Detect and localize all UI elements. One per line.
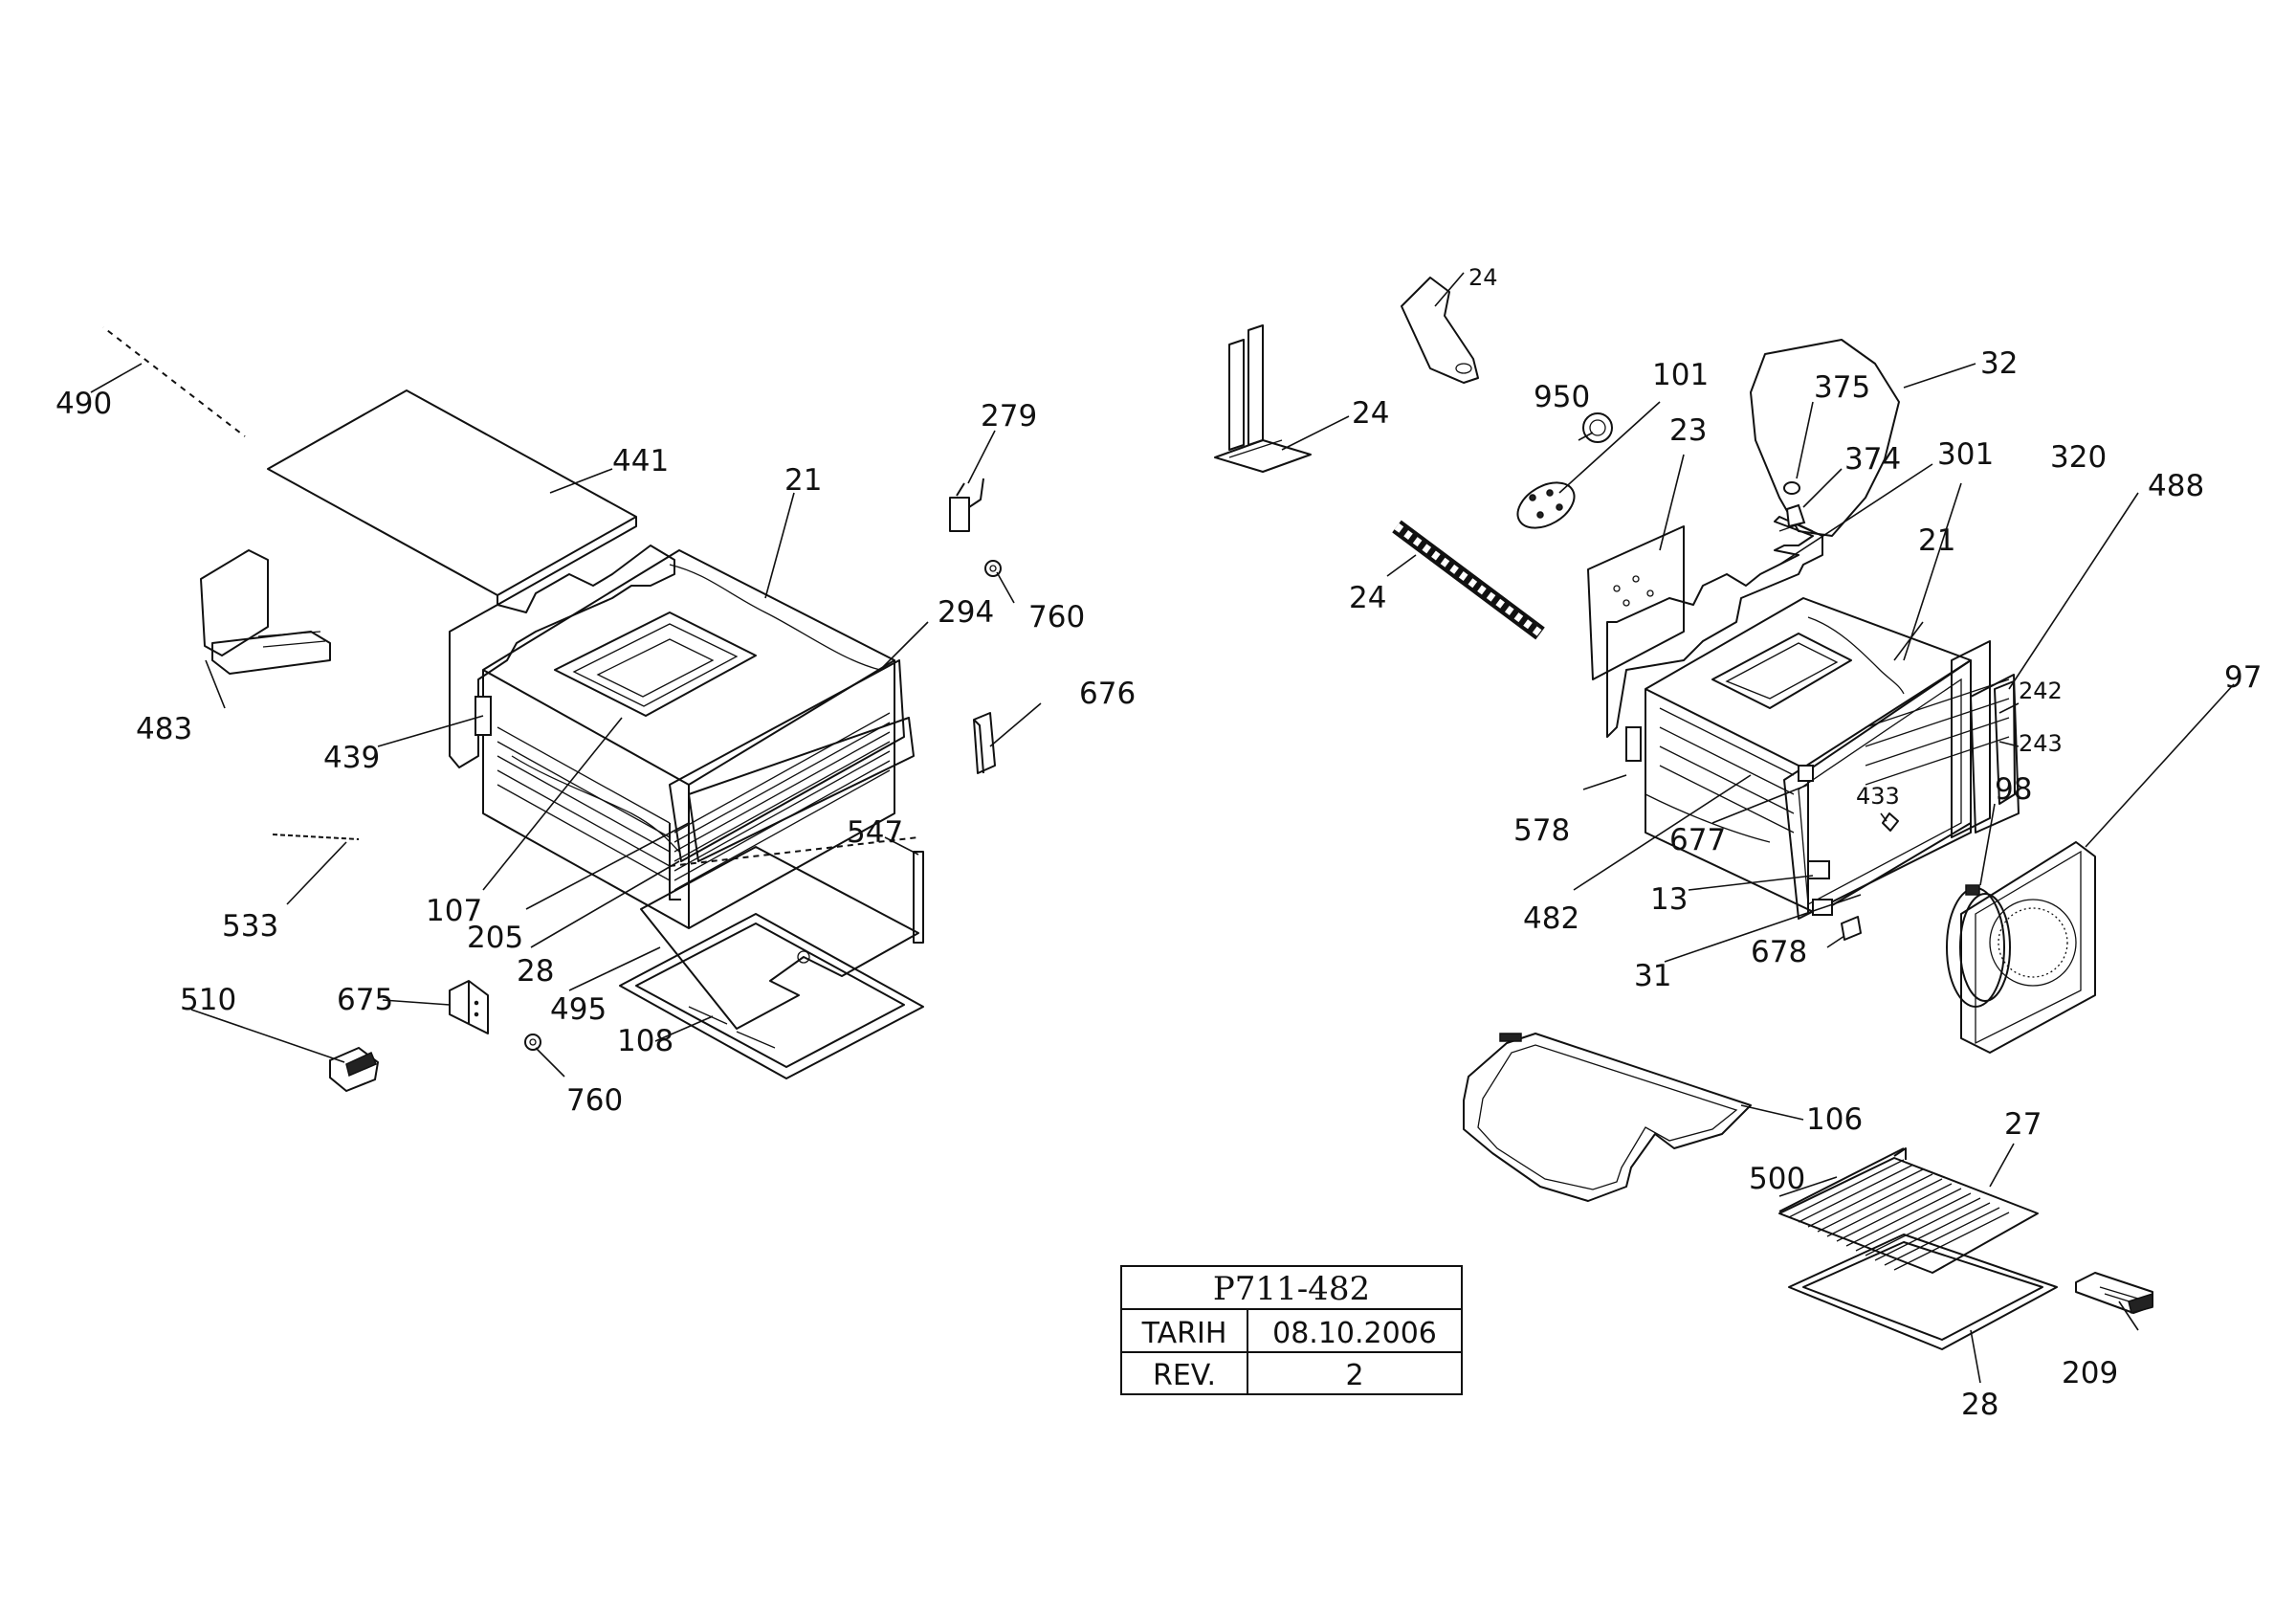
callout-374: 374 (1844, 442, 1901, 477)
clip-209 (2075, 1272, 2153, 1314)
title-block: P711-482 TARIH 08.10.2006 REV. 2 (1120, 1265, 1463, 1395)
callout-510: 510 (180, 983, 236, 1017)
callout-547: 547 (847, 815, 903, 850)
callout-209: 209 (2062, 1356, 2118, 1390)
door-seal-320 (1951, 640, 1991, 838)
callout-294: 294 (938, 595, 994, 630)
callout-27: 27 (2004, 1107, 2042, 1142)
ring-950 (1582, 412, 1613, 443)
rod-547 (913, 851, 924, 944)
callout-320: 320 (2050, 440, 2107, 475)
baking-tray-108 (619, 913, 924, 1079)
callout-98: 98 (1995, 772, 2032, 807)
lower-element-495 (640, 846, 919, 1030)
callout-28-right: 28 (1961, 1388, 1998, 1422)
part-510 (329, 1046, 380, 1093)
callout-578: 578 (1513, 813, 1570, 848)
callout-675: 675 (337, 983, 393, 1017)
callout-23: 23 (1669, 413, 1707, 448)
bracket-675 (449, 980, 489, 1034)
back-panel-301 (1606, 516, 1823, 738)
chain-533 (272, 834, 360, 840)
drawing-number: P711-482 (1213, 1270, 1370, 1308)
insulation-sheet-441 (267, 389, 637, 606)
oven-cavity-right-21 (1625, 597, 1972, 920)
fan-nut-375 (1783, 481, 1800, 495)
callout-760-bottom: 760 (566, 1083, 623, 1118)
switch-279 (949, 478, 984, 532)
fan-98 (1946, 884, 2011, 1008)
panel-23 (1587, 525, 1685, 680)
part-433 (1882, 812, 1899, 832)
callout-labels: 490 441 21 279 760 294 483 439 676 547 5… (55, 264, 2262, 1422)
callout-375: 375 (1814, 370, 1870, 405)
callout-242: 242 (2019, 678, 2063, 704)
callout-108: 108 (617, 1024, 673, 1058)
callout-301: 301 (1937, 437, 1994, 472)
callout-279: 279 (981, 399, 1037, 434)
wire-rack-27 (1778, 1147, 2039, 1274)
callout-97: 97 (2224, 660, 2262, 695)
baking-tray-28 (1788, 1234, 2058, 1350)
coil-rod-24 (1392, 520, 1545, 640)
posts-24 (1214, 324, 1312, 473)
callout-205: 205 (467, 921, 523, 955)
coil-rod-490 (100, 323, 248, 440)
callout-533: 533 (222, 909, 278, 944)
callout-678: 678 (1751, 935, 1807, 969)
washer-760-bottom (524, 1034, 541, 1051)
callout-243: 243 (2019, 730, 2063, 757)
callout-490: 490 (55, 387, 112, 421)
bracket-24-top (1401, 277, 1479, 384)
door-back-97 (1960, 841, 2096, 1054)
callout-24-top: 24 (1468, 264, 1498, 291)
hinge-plate-676 (973, 712, 996, 774)
callout-32: 32 (1980, 346, 2018, 381)
callout-760-top: 760 (1028, 600, 1085, 634)
callout-31: 31 (1634, 959, 1671, 993)
washer-760-top (984, 560, 1002, 577)
leader-lines (90, 272, 2235, 1384)
bracket-483 (200, 549, 331, 675)
callout-28-left: 28 (517, 954, 554, 989)
date-value: 08.10.2006 (1272, 1317, 1437, 1350)
callout-495: 495 (550, 992, 607, 1027)
callout-101: 101 (1652, 358, 1709, 392)
fan-plate-101 (1516, 481, 1576, 529)
callout-13: 13 (1650, 882, 1688, 917)
callout-433: 433 (1856, 783, 1900, 810)
callout-24-rod: 24 (1349, 581, 1386, 615)
callout-500: 500 (1749, 1162, 1805, 1196)
callout-950: 950 (1534, 380, 1590, 414)
rev-value: 2 (1345, 1359, 1363, 1392)
fan-blade-374 (1778, 503, 1814, 532)
callout-107: 107 (426, 894, 482, 928)
rack-rail-500 (1778, 1147, 1905, 1212)
fan-cover-32 (1750, 339, 1900, 537)
callout-676: 676 (1079, 677, 1136, 711)
heating-element-106 (1463, 1033, 1752, 1202)
callout-483: 483 (136, 712, 192, 746)
plate-678 (1841, 916, 1862, 941)
callout-21-right: 21 (1918, 523, 1955, 558)
callout-488: 488 (2148, 469, 2204, 503)
callout-441: 441 (612, 444, 669, 478)
callout-21-left: 21 (784, 463, 822, 498)
rev-label: REV. (1153, 1359, 1216, 1392)
callout-106: 106 (1806, 1102, 1863, 1137)
callout-24-posts: 24 (1352, 396, 1389, 431)
rack-guides-488 (1865, 674, 2020, 834)
callout-677: 677 (1669, 823, 1726, 857)
oven-cavity-left-21 (475, 549, 915, 929)
callout-439: 439 (323, 741, 380, 775)
date-label: TARIH (1141, 1317, 1227, 1350)
callout-482: 482 (1523, 901, 1579, 936)
